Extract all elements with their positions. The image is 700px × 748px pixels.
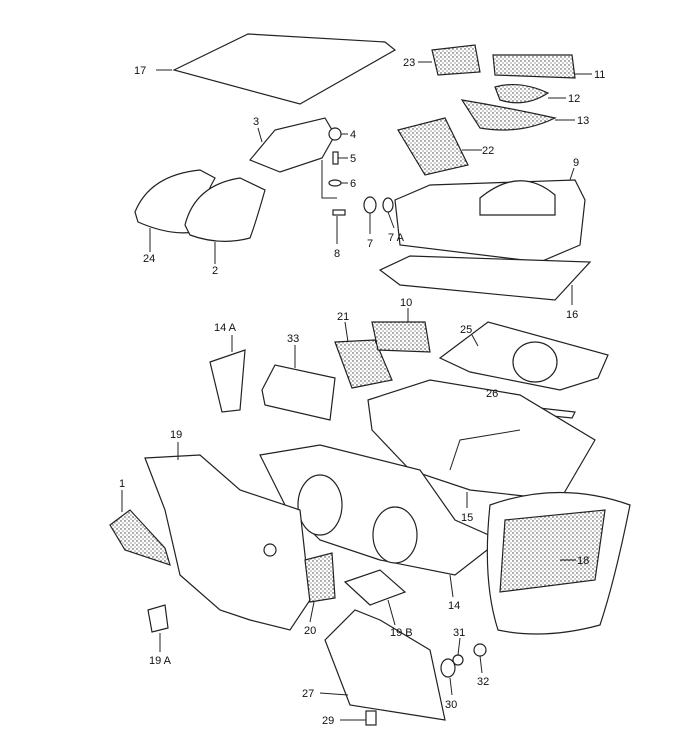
callout-26: 26: [486, 388, 498, 400]
callout-15: 15: [461, 512, 473, 524]
part-33-console-tray: [261, 345, 336, 421]
callout-5: 5: [350, 153, 356, 165]
part-2-wheel-arch-liner: [184, 177, 266, 264]
callout-33: 33: [287, 333, 299, 345]
callout-16: 16: [566, 309, 578, 321]
part-11-insulation-strip: [492, 54, 592, 79]
part-19a-clip: [147, 604, 169, 652]
callout-7a: 7 A: [388, 232, 405, 244]
callout-6: 6: [350, 178, 356, 190]
callout-27: 27: [302, 688, 314, 700]
callout-11: 11: [594, 69, 605, 81]
callout-30: 30: [445, 699, 457, 711]
callout-19: 19: [170, 429, 182, 441]
callout-17: 17: [134, 65, 146, 77]
callout-2: 2: [212, 265, 218, 277]
callout-8: 8: [334, 248, 340, 260]
callout-7: 7: [367, 238, 373, 250]
part-6-washer: [321, 160, 348, 199]
part-9-luggage-compartment-liner: [394, 167, 586, 263]
callout-14: 14: [448, 600, 460, 612]
callout-14a: 14 A: [214, 322, 237, 334]
part-12-insulation: [494, 83, 566, 104]
part-10-insulation-pad: [371, 308, 431, 353]
callout-3: 3: [253, 116, 259, 128]
part-7-grommet: [363, 196, 377, 234]
part-17-headliner: [156, 33, 397, 105]
callout-19b: 19 B: [390, 627, 413, 639]
part-1-insulation-pad: [109, 490, 171, 566]
part-19-front-bulkhead-liner: [144, 442, 311, 631]
part-4-clip: [328, 127, 348, 141]
callout-32: 32: [477, 676, 489, 688]
callout-4: 4: [350, 129, 356, 141]
callout-24: 24: [143, 253, 155, 265]
callout-23: 23: [403, 57, 415, 69]
part-30-grommet: [440, 658, 456, 696]
callout-10: 10: [400, 297, 412, 309]
callout-12: 12: [568, 93, 580, 105]
callout-1: 1: [119, 478, 125, 490]
callout-9: 9: [573, 157, 579, 169]
callout-19a: 19 A: [149, 655, 172, 667]
callout-18: 18: [577, 555, 589, 567]
callout-labels: 17 23 11 12 13 3 4 5 22 6 9 24 2 8 7 7 A…: [119, 57, 605, 727]
callout-21: 21: [337, 311, 349, 323]
part-32-screw: [473, 643, 487, 674]
part-14a-panel: [209, 335, 246, 413]
part-7a-grommet: [382, 197, 395, 229]
part-14-front-carpet: [259, 444, 502, 598]
part-13-insulation: [460, 99, 575, 131]
part-29-clip: [340, 710, 377, 726]
callout-31: 31: [453, 627, 465, 639]
callout-25: 25: [460, 324, 472, 336]
part-19b-panel: [343, 569, 407, 626]
part-8-screw: [332, 209, 346, 244]
part-27-side-trim-panel: [319, 609, 446, 721]
callout-13: 13: [577, 115, 589, 127]
part-25-tunnel-cover: [438, 321, 609, 391]
part-18-side-panel: [486, 491, 631, 635]
part-31-washer: [452, 637, 464, 666]
part-16-floor-mat: [378, 255, 592, 305]
part-23-insulation-pad: [418, 44, 481, 76]
callout-29: 29: [322, 715, 334, 727]
callout-20: 20: [304, 625, 316, 637]
part-21-insulation-pad: [334, 321, 393, 389]
part-20-insulation-pad: [304, 552, 336, 623]
part-5-screw: [332, 151, 348, 165]
callout-22: 22: [482, 145, 494, 157]
part-22-insulation-panel: [397, 117, 482, 176]
